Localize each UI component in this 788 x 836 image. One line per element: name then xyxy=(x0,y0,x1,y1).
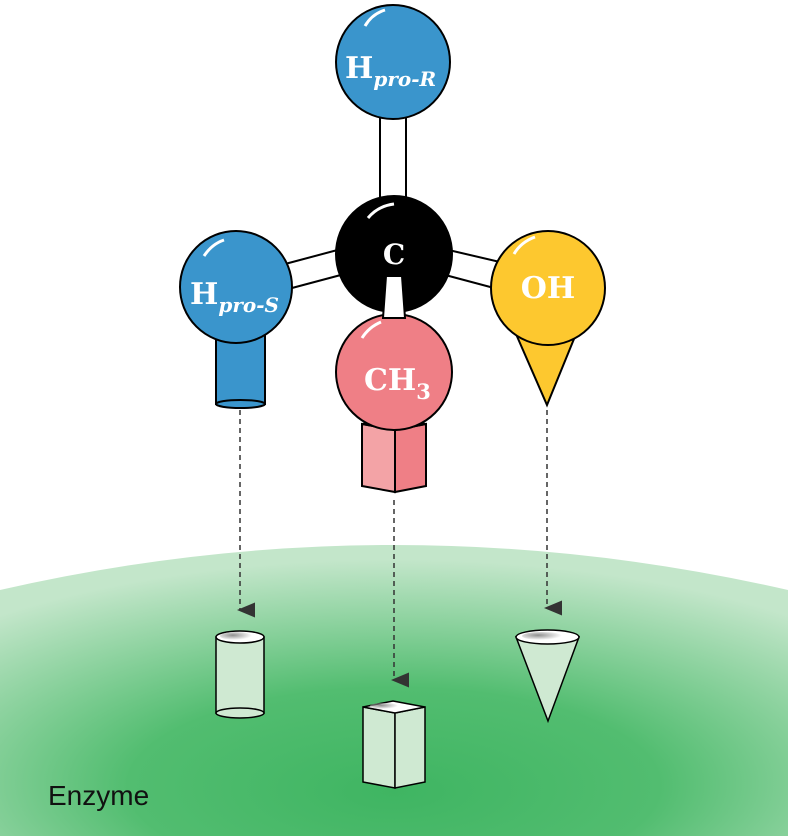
ch3-block-front xyxy=(361,422,396,494)
h-pro-s-cylinder-end xyxy=(215,399,266,409)
binding-site-cone xyxy=(514,629,581,724)
h-pro-s-highlight xyxy=(202,238,225,257)
ch3-block-side xyxy=(394,422,427,494)
bond-c-ch3 xyxy=(381,275,407,319)
enzyme-surface xyxy=(0,545,788,836)
binding-site-box xyxy=(362,700,426,789)
oh-highlight xyxy=(512,235,536,255)
bond-c-hpror xyxy=(379,111,407,209)
h-pro-s-atom xyxy=(179,230,293,344)
h-pro-s-label: Hpro-S xyxy=(190,277,279,317)
binding-site-cylinder xyxy=(215,630,265,719)
h-pro-r-label: Hpro-R xyxy=(345,51,436,91)
h-pro-r-atom xyxy=(335,4,451,120)
oh-label: OH xyxy=(521,271,575,306)
carbon-highlight xyxy=(366,202,395,219)
oh-atom xyxy=(490,230,606,346)
ch3-highlight xyxy=(360,320,382,339)
h-pro-r-highlight xyxy=(363,8,386,27)
ch3-label: CH3 xyxy=(364,363,431,404)
enzyme-label: Enzyme xyxy=(48,780,150,811)
carbon-label: C xyxy=(383,238,405,271)
